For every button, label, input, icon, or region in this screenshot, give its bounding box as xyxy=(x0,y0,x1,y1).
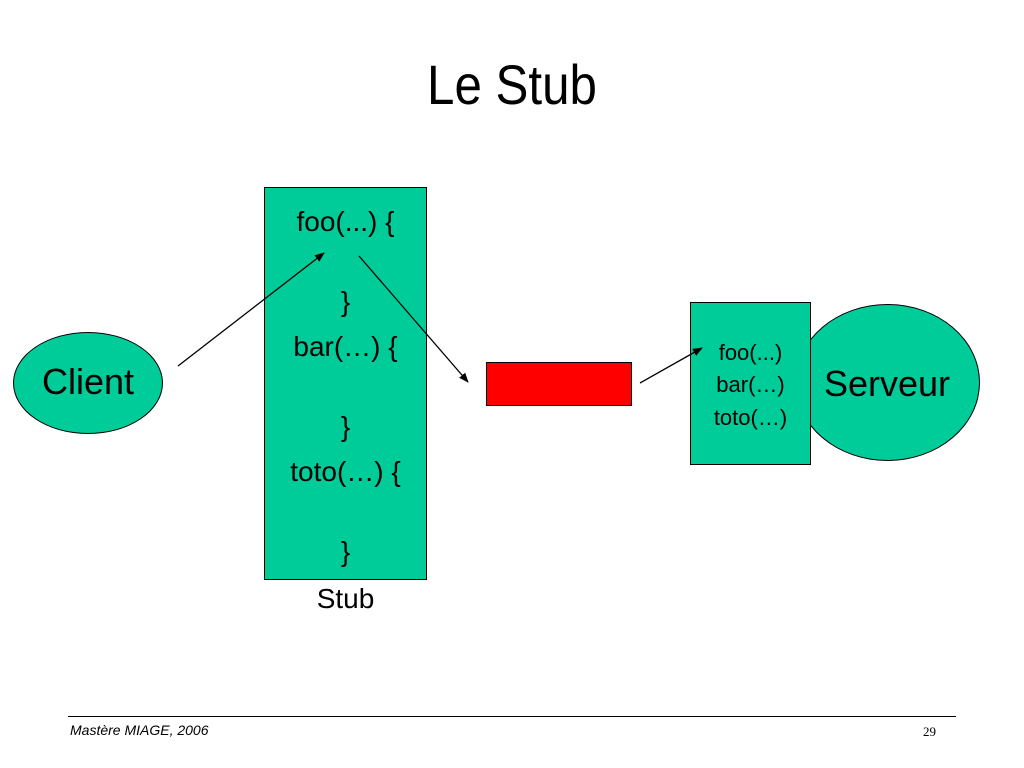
network-channel-block xyxy=(486,362,632,406)
footer-divider xyxy=(68,716,956,717)
stub-line-toto-open: toto(…) { xyxy=(290,456,401,487)
stub-line-foo-close: } xyxy=(340,286,351,317)
stub-caption: Stub xyxy=(316,583,375,614)
server-ellipse xyxy=(795,304,980,461)
footer-course-label: Mastère MIAGE, 2006 xyxy=(70,722,209,738)
stub-line-bar-open: bar(…) { xyxy=(293,331,398,362)
stub-box xyxy=(264,187,427,580)
server-method-box xyxy=(690,302,811,465)
slide-title: Le Stub xyxy=(427,53,597,116)
stub-line-foo-open: foo(...) { xyxy=(296,206,395,237)
stub-line-bar-close: } xyxy=(340,411,351,442)
client-ellipse xyxy=(13,332,163,434)
footer-page-number: 29 xyxy=(923,724,936,739)
server-method-toto: toto(…) xyxy=(713,405,788,430)
server-method-foo: foo(...) xyxy=(718,340,783,365)
client-label: Client xyxy=(41,361,135,402)
server-method-bar: bar(…) xyxy=(716,372,785,397)
server-label: Serveur xyxy=(823,363,951,404)
stub-line-toto-close: } xyxy=(340,536,351,567)
